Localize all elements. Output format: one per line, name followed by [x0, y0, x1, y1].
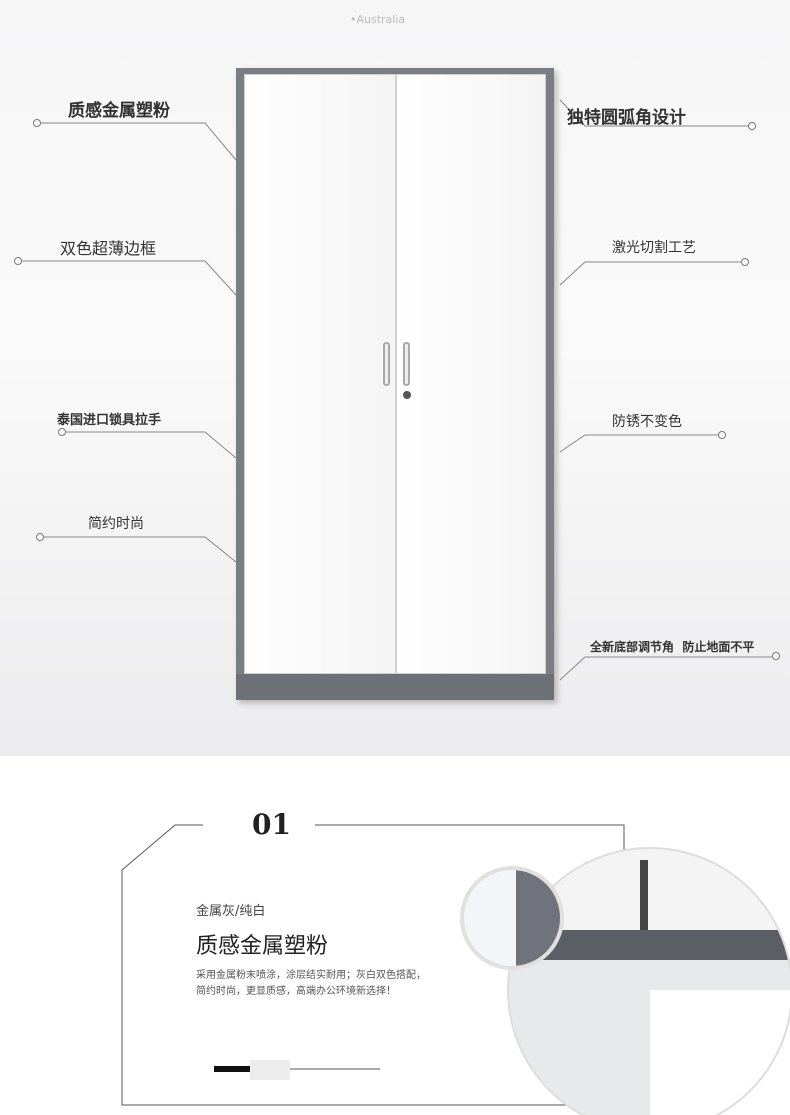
cabinet-base [236, 674, 554, 700]
left-door [244, 74, 396, 674]
feature-label: 全新底部调节角 防止地面不平 [590, 640, 755, 654]
callout-dot [14, 257, 22, 265]
callout-dot [36, 533, 44, 541]
section-description: 采用金属粉末喷涂，涂层结实耐用；灰白双色搭配，简约时尚，更显质感，高端办公环境新… [196, 970, 426, 997]
cabinet-image [236, 68, 554, 700]
callout-dot [748, 122, 756, 130]
callout-dot [718, 431, 726, 439]
callout-dot [58, 428, 66, 436]
handle [403, 342, 410, 386]
section-title: 质感金属塑粉 [196, 934, 329, 959]
feature-label: 激光切割工艺 [612, 240, 696, 256]
feature-label: 泰国进口锁具拉手 [57, 413, 162, 428]
section-number: 01 [252, 808, 291, 841]
handle [383, 342, 390, 386]
right-door [396, 74, 546, 674]
feature-label: 独特圆弧角设计 [567, 108, 686, 128]
map-label: •Australia [350, 13, 406, 26]
callout-dot [741, 258, 749, 266]
product-hero: •Australia 质感金属塑粉 双色超薄边框 泰国进口锁具拉手 简约时尚 独… [0, 0, 790, 756]
callout-dot [33, 119, 41, 127]
lock-icon [403, 391, 411, 399]
feature-label: 简约时尚 [88, 516, 144, 532]
feature-label: 防锈不变色 [612, 414, 682, 430]
callout-dot [772, 652, 780, 660]
callout-lines [22, 99, 772, 681]
section-subtitle: 金属灰/纯白 [196, 904, 266, 919]
feature-label: 质感金属塑粉 [68, 101, 170, 121]
feature-label: 双色超薄边框 [60, 239, 157, 258]
